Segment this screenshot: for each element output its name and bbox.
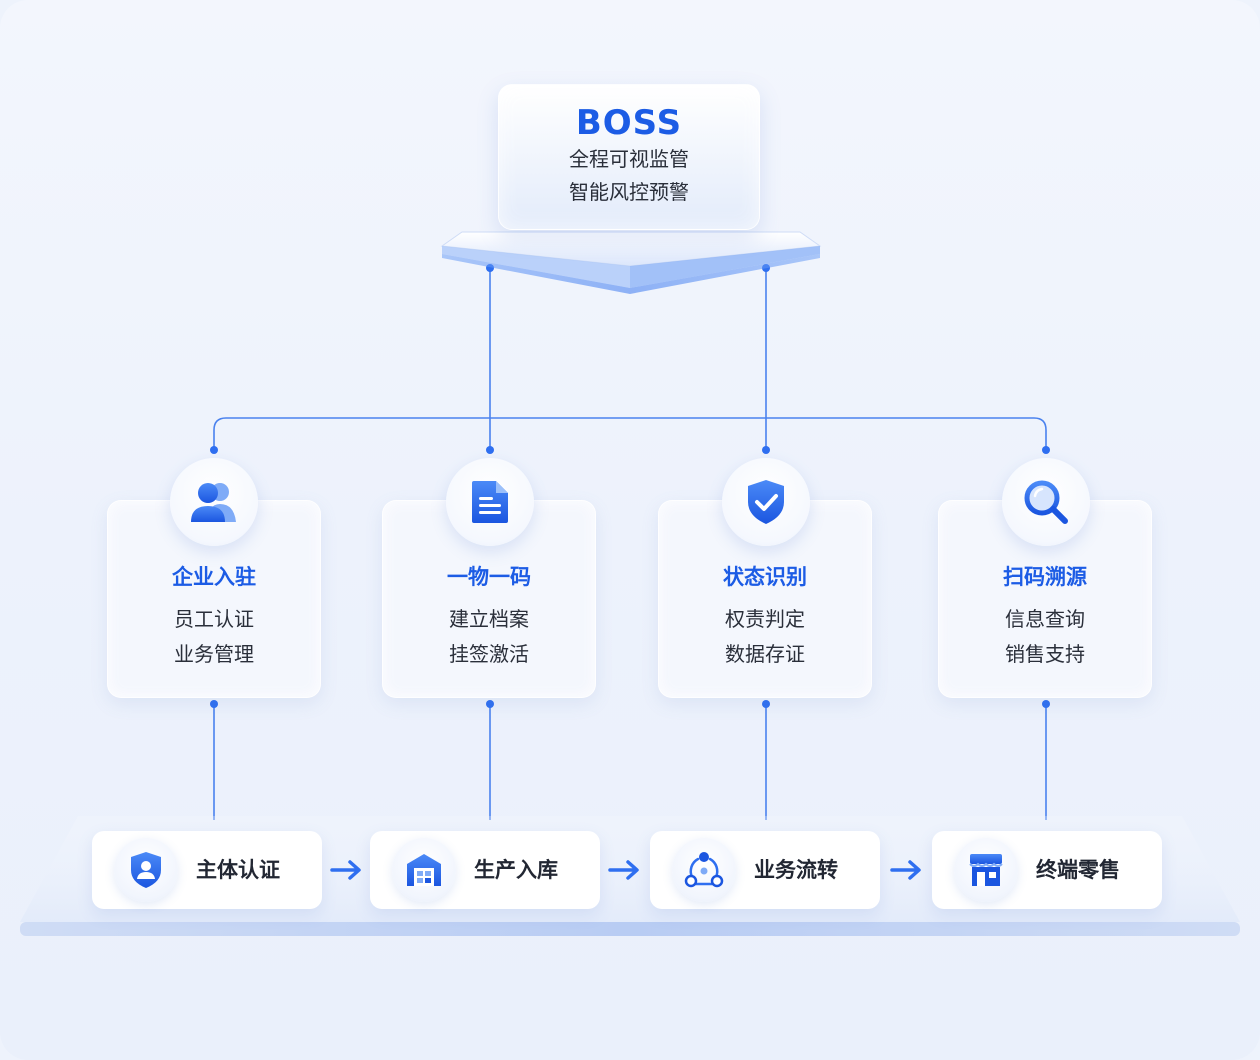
document-icon [446, 458, 534, 546]
arrow-right-icon [890, 860, 921, 880]
feature-line: 数据存证 [725, 642, 805, 666]
arrow-right-icon [608, 860, 639, 880]
flow-label: 生产入库 [474, 858, 558, 882]
feature-line: 权责判定 [725, 607, 805, 631]
boss-card: BOSS 全程可视监管 智能风控预警 [498, 84, 760, 230]
feature-card-trace: 扫码溯源 信息查询 销售支持 [938, 500, 1152, 698]
search-icon [1002, 458, 1090, 546]
flow-step-retail: 终端零售 [932, 831, 1162, 909]
boss-title: BOSS [575, 103, 683, 143]
feature-line: 挂签激活 [449, 642, 529, 666]
feature-title: 扫码溯源 [1003, 565, 1087, 589]
shield-check-icon [722, 458, 810, 546]
feature-line: 信息查询 [1005, 607, 1085, 631]
flow-label: 业务流转 [754, 858, 838, 882]
shield-user-icon [114, 838, 178, 902]
flow-label: 主体认证 [196, 858, 280, 882]
feature-line: 建立档案 [449, 607, 529, 631]
flow-step-subject-auth: 主体认证 [92, 831, 322, 909]
arrow-right-icon [330, 860, 361, 880]
store-icon [954, 838, 1018, 902]
boss-line-1: 全程可视监管 [569, 147, 689, 171]
feature-title: 企业入驻 [172, 565, 256, 589]
feature-line: 业务管理 [174, 642, 254, 666]
warehouse-icon [392, 838, 456, 902]
boss-platform [440, 231, 822, 294]
boss-line-2: 智能风控预警 [569, 180, 689, 204]
feature-line: 员工认证 [174, 607, 254, 631]
flow-label: 终端零售 [1036, 858, 1120, 882]
feature-title: 一物一码 [447, 565, 531, 589]
flow-step-circulation: 业务流转 [650, 831, 880, 909]
users-icon [170, 458, 258, 546]
feature-title: 状态识别 [723, 565, 807, 589]
feature-line: 销售支持 [1005, 642, 1085, 666]
circulation-icon [672, 838, 736, 902]
flow-step-production: 生产入库 [370, 831, 600, 909]
